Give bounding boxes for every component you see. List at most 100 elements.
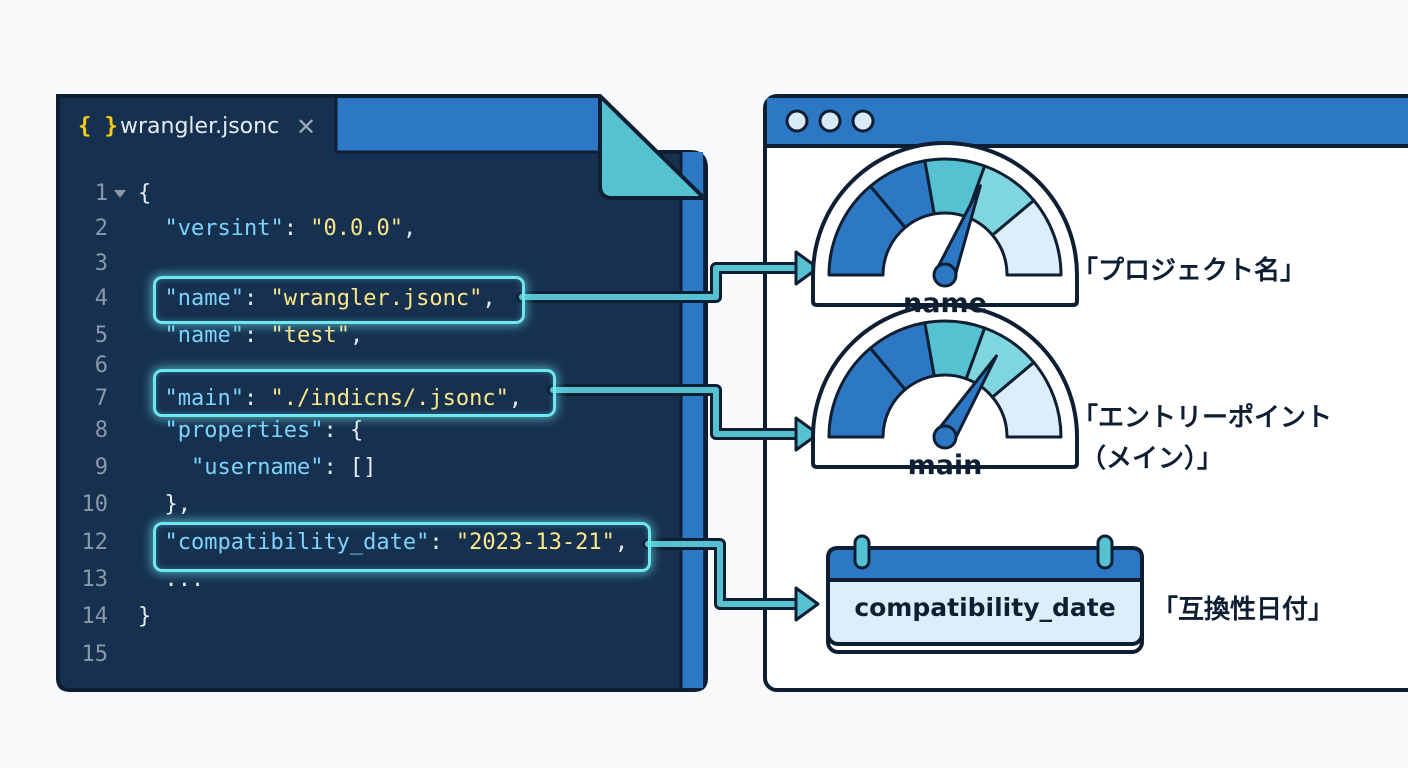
code-token: : xyxy=(243,323,271,348)
line-number: 7 xyxy=(94,386,108,411)
code-token: { xyxy=(138,181,152,206)
code-line[interactable]: 2 "versint": "0.0.0", xyxy=(0,211,600,247)
code-token xyxy=(138,492,165,517)
code-token xyxy=(138,216,165,241)
browser-title-bar xyxy=(767,98,1408,146)
line-number: 4 xyxy=(94,286,108,311)
code-text: "name": "test", xyxy=(138,318,364,354)
code-token: "main" xyxy=(164,386,244,411)
code-line[interactable]: 12 "compatibility_date": "2023-13-21", xyxy=(0,525,629,561)
gauge-icon xyxy=(811,303,1079,469)
code-token: "./indicns/.jsonc" xyxy=(270,386,509,411)
code-text: "compatibility_date": "2023-13-21", xyxy=(138,525,629,561)
connector-compatibility-date xyxy=(642,538,820,622)
code-token: "2023-13-21" xyxy=(455,530,615,555)
gauge-label-name: name xyxy=(903,288,987,319)
description-compatibility-date: 「互換性日付」 xyxy=(1152,595,1335,625)
connector-main xyxy=(547,384,820,452)
gauge-icon xyxy=(811,141,1079,307)
code-token: , xyxy=(482,286,496,311)
gauge-label-main: main xyxy=(907,450,983,481)
window-dot-3[interactable] xyxy=(851,109,875,133)
code-text: "username": [] xyxy=(138,450,376,486)
code-token: : [] xyxy=(323,455,377,480)
gauge-hub xyxy=(932,424,958,450)
highlight-compatibility-line xyxy=(153,522,651,572)
code-line[interactable]: 1{ xyxy=(0,176,600,212)
code-text: } xyxy=(138,599,151,635)
line-number: 12 xyxy=(81,530,109,555)
code-line[interactable]: 8 "properties": { xyxy=(0,413,600,449)
code-token: "wrangler.jsonc" xyxy=(270,286,483,311)
code-token: "name" xyxy=(164,323,244,348)
fold-chevron-icon[interactable] xyxy=(114,190,126,198)
code-line[interactable]: 3 xyxy=(0,246,600,282)
line-number: 8 xyxy=(94,418,108,443)
code-text: "main": "./indicns/.jsonc", xyxy=(138,381,523,417)
curly-braces-icon: { } xyxy=(78,114,118,139)
code-text: }, xyxy=(138,487,192,523)
highlight-name-line xyxy=(153,276,525,324)
description-name: 「プロジェクト名」 xyxy=(1072,256,1307,286)
line-number: 9 xyxy=(94,455,108,480)
code-text: "versint": "0.0.0", xyxy=(138,211,417,247)
editor-tab-filename[interactable]: wrangler.jsonc xyxy=(120,114,280,139)
code-token: "0.0.0" xyxy=(310,216,403,241)
description-main-line-2: （メイン）」 xyxy=(1080,444,1224,474)
editor-top-bar xyxy=(336,98,656,152)
code-token: : xyxy=(243,386,271,411)
code-token: "versint" xyxy=(164,216,284,241)
close-icon[interactable]: ✕ xyxy=(296,113,317,141)
gauge-hub xyxy=(932,262,958,288)
code-text: "properties": { xyxy=(138,413,364,449)
code-token xyxy=(138,323,165,348)
line-number: 1 xyxy=(94,181,108,206)
description-main-line-1: 「エントリーポイント xyxy=(1072,403,1333,433)
code-token: , xyxy=(402,216,417,241)
line-number: 10 xyxy=(81,492,109,517)
code-token: "name" xyxy=(164,286,244,311)
code-token: , xyxy=(349,323,364,348)
code-token: , xyxy=(614,530,629,555)
code-token: : xyxy=(243,286,271,311)
calendar-label: compatibility_date xyxy=(854,593,1116,622)
gauge-segment xyxy=(990,198,1063,277)
code-line[interactable]: 6 xyxy=(0,348,600,384)
code-line[interactable]: 10 }, xyxy=(0,487,600,523)
code-token xyxy=(138,455,191,480)
calendar-icon xyxy=(826,534,1144,654)
window-dot-1[interactable] xyxy=(785,109,809,133)
code-token xyxy=(138,418,165,443)
code-token: "properties" xyxy=(164,418,324,443)
code-token: }, xyxy=(164,492,192,517)
gauge-segment xyxy=(990,360,1063,439)
window-dot-2[interactable] xyxy=(818,109,842,133)
code-token: "compatibility_date" xyxy=(164,530,430,555)
code-token: : xyxy=(283,216,311,241)
code-token: } xyxy=(138,604,152,629)
code-line[interactable]: 5 "name": "test", xyxy=(0,318,600,354)
line-number: 2 xyxy=(94,216,108,241)
code-line[interactable]: 14} xyxy=(0,599,600,635)
code-line[interactable]: 15 xyxy=(0,637,600,673)
line-number: 13 xyxy=(81,567,109,592)
code-token: : xyxy=(429,530,456,555)
code-text: { xyxy=(138,176,151,212)
editor-scrollbar[interactable] xyxy=(681,152,703,688)
line-number: 6 xyxy=(94,353,108,378)
code-text: "name": "wrangler.jsonc", xyxy=(138,281,496,317)
code-line[interactable]: 4 "name": "wrangler.jsonc", xyxy=(0,281,600,317)
connector-name xyxy=(516,250,820,303)
line-number: 3 xyxy=(94,251,108,276)
highlight-main-line xyxy=(153,369,556,417)
code-line[interactable]: 9 "username": [] xyxy=(0,450,600,486)
code-token: , xyxy=(508,386,523,411)
folded-corner-icon xyxy=(598,94,706,200)
line-number: 15 xyxy=(81,642,109,667)
line-number: 14 xyxy=(81,604,109,629)
code-line[interactable]: 7 "main": "./indicns/.jsonc", xyxy=(0,381,600,417)
line-number: 5 xyxy=(94,323,108,348)
code-token: : { xyxy=(323,418,364,443)
